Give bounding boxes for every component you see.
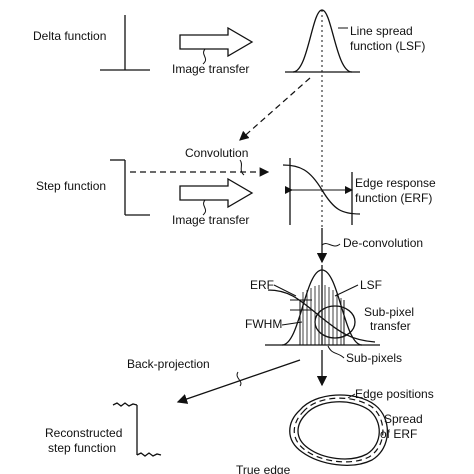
convolution-label: Convolution bbox=[185, 146, 248, 160]
reconstructed-label-line1: Reconstructed bbox=[45, 426, 122, 440]
image-transfer-label-2: Image transfer bbox=[172, 213, 249, 227]
image-transfer-label-1: Image transfer bbox=[172, 62, 249, 76]
step-function-graphic bbox=[110, 159, 150, 216]
spread-label-line2: of ERF bbox=[380, 427, 417, 441]
reconstructed-label-line2: step function bbox=[48, 441, 116, 455]
lsf-label-line1: Line spread bbox=[350, 24, 413, 38]
erf-label-line1: Edge response bbox=[355, 176, 436, 190]
spread-label-line1: Spread bbox=[384, 412, 423, 426]
reconstructed-step-graphic bbox=[112, 402, 162, 457]
image-transfer-arrow-2 bbox=[179, 177, 254, 216]
erf-curve bbox=[282, 158, 361, 225]
erf-short-label: ERF bbox=[250, 278, 274, 292]
deconvolution-label: De-convolution bbox=[343, 236, 423, 250]
subpixel-transfer-line1: Sub-pixel bbox=[364, 305, 414, 319]
subpixel-transfer-line2: transfer bbox=[370, 319, 411, 333]
edge-positions-label: Edge positions bbox=[355, 387, 434, 401]
fwhm-label: FWHM bbox=[245, 317, 282, 331]
true-edge-label: True edge bbox=[236, 463, 291, 474]
delta-function-graphic bbox=[100, 15, 150, 71]
subpixel-transfer-graphic bbox=[265, 265, 380, 346]
edge-positions-ring bbox=[289, 394, 388, 466]
image-transfer-arrow-1 bbox=[179, 26, 254, 65]
erf-label-line2: function (ERF) bbox=[355, 191, 432, 205]
step-function-label: Step function bbox=[36, 179, 106, 193]
back-projection-arrow bbox=[176, 359, 301, 404]
lsf-label-line2: function (LSF) bbox=[350, 39, 425, 53]
back-projection-label: Back-projection bbox=[127, 357, 210, 371]
lsf-short-label: LSF bbox=[360, 278, 382, 292]
delta-function-label: Delta function bbox=[33, 29, 106, 43]
convolution-diagonal-line bbox=[239, 77, 311, 141]
subpixels-label: Sub-pixels bbox=[346, 351, 402, 365]
